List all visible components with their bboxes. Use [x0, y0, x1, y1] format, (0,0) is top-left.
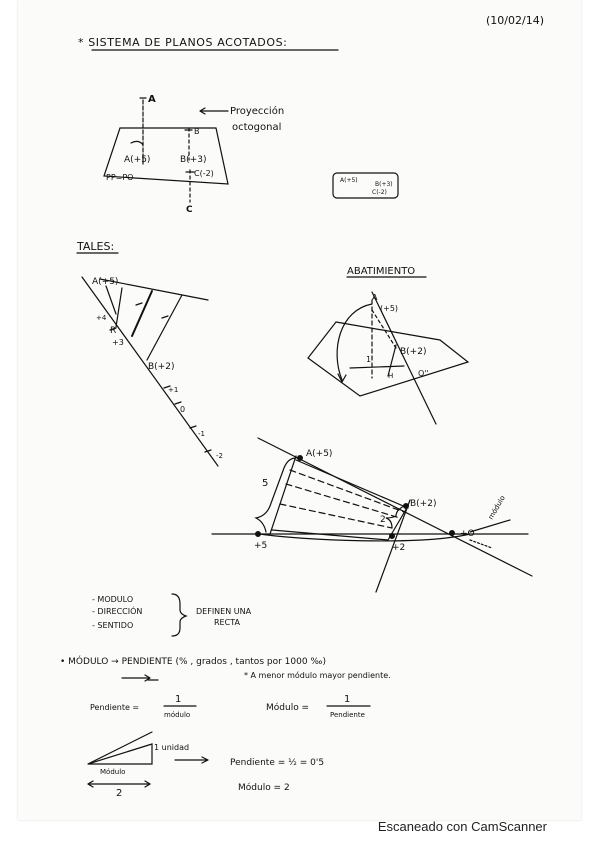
formula-pend-den: módulo [164, 711, 190, 719]
tales-plus4: +4 [96, 314, 107, 322]
recta-define-2: RECTA [214, 618, 240, 627]
tales-aux-line [99, 278, 209, 301]
tales-parallel-2 [115, 287, 123, 328]
fig3-brace-2 [385, 505, 405, 529]
formula-mod-label: Módulo = [266, 702, 309, 713]
fig1-point-C: C [186, 205, 193, 215]
abatimiento-B: B(+2) [400, 347, 426, 357]
fig3-plus2: +2 [392, 543, 405, 553]
formula-pend-label: Pendiente = [90, 703, 139, 712]
fig3-line-A [257, 437, 533, 577]
example-mod: Módulo = 2 [238, 782, 290, 793]
recta-brace [171, 593, 188, 637]
note-line-1: • MÓDULO → PENDIENTE (% , grados , tanto… [60, 655, 326, 667]
fig1-point-B: B [194, 127, 200, 136]
abatimiento-plane [307, 321, 470, 397]
note-line-2: * A menor módulo mayor pendiente. [244, 670, 391, 680]
tales-zero: 0 [180, 405, 185, 414]
scanner-watermark: Escaneado con CamScanner [377, 819, 547, 834]
date: (10/02/14) [486, 14, 544, 27]
abatimiento-H: H [388, 372, 393, 380]
tales-B: B(+2) [148, 362, 174, 372]
fig3-two-small: 2 [380, 515, 386, 525]
tales-minus1: -1 [198, 430, 205, 438]
abatimiento-O: O'' [418, 369, 429, 378]
tales-parallel-4 [146, 294, 183, 361]
abatimiento-heading: ABATIMIENTO [347, 266, 415, 277]
tales-plus1: +1 [168, 386, 178, 394]
fig3-plus5: +5 [254, 541, 267, 551]
fig1-label-B: B(+3) [180, 155, 206, 165]
fig1-label-A-top: A [148, 94, 156, 105]
fig3-A: A(+5) [306, 449, 332, 459]
fig3-vertical-A [269, 455, 297, 535]
example-two: 2 [116, 788, 122, 799]
tales-R: R [110, 326, 116, 336]
formula-mod-num: 1 [344, 694, 350, 705]
tales-plus3: +3 [112, 338, 124, 347]
tales-parallel-1 [105, 285, 117, 315]
recta-item-2: - DIRECCIÓN [92, 605, 142, 616]
notebook-page [18, 0, 581, 820]
fig1-proj-label-2: octogonal [232, 122, 281, 133]
fig1-label-A: A(+5) [124, 155, 150, 165]
fig3-brace-5 [254, 457, 297, 533]
fig1-pp: PP=PO [106, 173, 133, 182]
fig3-zero: +O [460, 529, 475, 539]
projection-plane [103, 127, 229, 185]
arrow-to-label [199, 107, 229, 115]
example-modulo: Módulo [100, 768, 125, 776]
example-unit: 1 unidad [154, 743, 189, 752]
abatimiento-one: 1 [366, 355, 371, 364]
recta-define-1: DEFINEN UNA [196, 607, 252, 616]
recta-item-3: - SENTIDO [92, 621, 133, 630]
example-arrow [174, 756, 209, 764]
box-label-B: B(+3) [375, 181, 393, 188]
tales-heading: TALES: [76, 240, 114, 253]
formula-pend-num: 1 [175, 694, 181, 705]
fig3-five: 5 [262, 478, 268, 489]
tales-main-line [81, 276, 219, 467]
abatimiento-arc [336, 303, 373, 381]
fig1-proj-label-1: Proyección [230, 105, 284, 117]
formula-mod-den: Pendiente [330, 711, 365, 719]
fig3-modulo: módulo [487, 494, 507, 521]
tales-parallel-3 [131, 290, 153, 337]
fig3-horizon [259, 533, 471, 542]
tales-minus2: -2 [216, 452, 223, 460]
page-title: * SISTEMA DE PLANOS ACOTADOS: [78, 36, 288, 49]
box-label-C: C(-2) [372, 189, 387, 196]
abatimiento-A5: (+5) [380, 304, 398, 313]
fig1-label-C: C(-2) [194, 169, 214, 178]
slope-triangle [87, 743, 153, 765]
example-pend: Pendiente = ½ = 0'5 [230, 758, 324, 768]
fig3-B: B(+2) [410, 499, 436, 509]
box-label-A: A(+5) [340, 177, 358, 184]
tales-A: A(+5) [92, 277, 118, 287]
recta-item-1: - MODULO [92, 595, 133, 604]
abatimiento-A: A [372, 293, 378, 302]
small-box [332, 172, 399, 199]
abatimiento-line [371, 291, 437, 425]
